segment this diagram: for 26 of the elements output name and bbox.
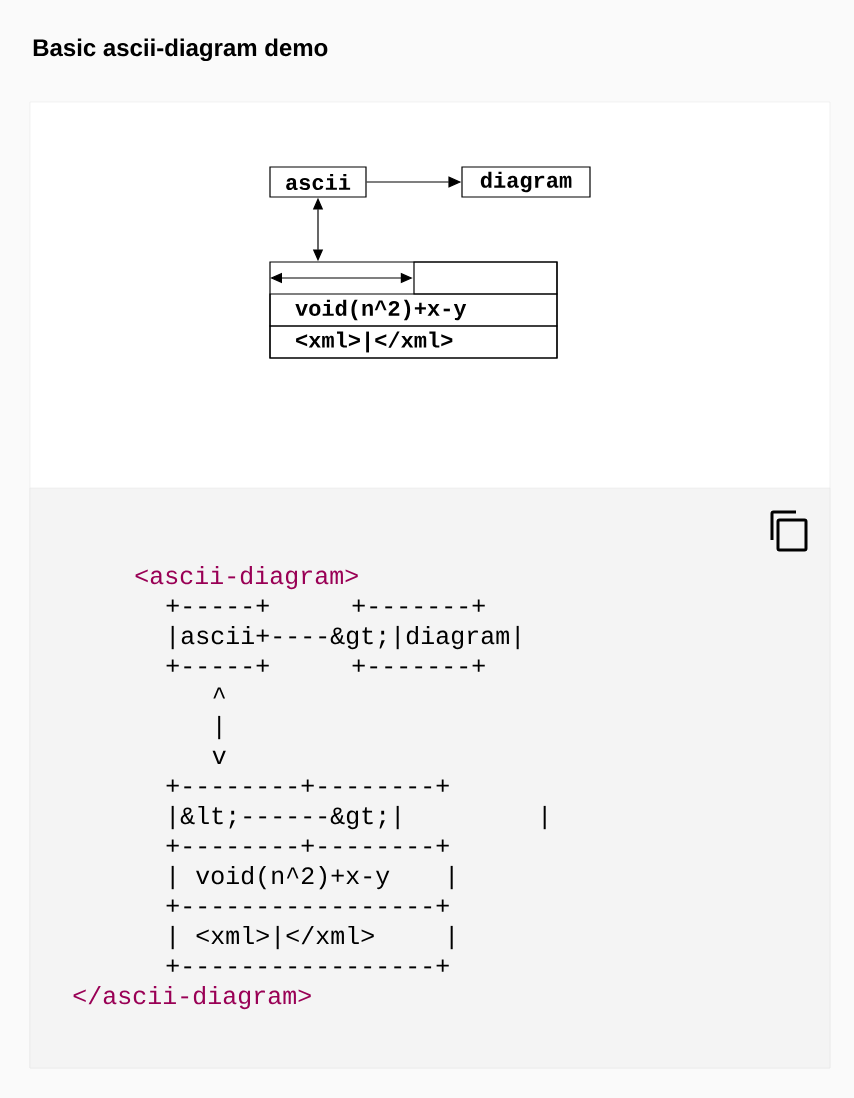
code-line: ^ (213, 687, 226, 699)
code-line: +--------+--------+ (166, 779, 449, 792)
code-line: | (450, 865, 453, 890)
code-line: | <xml>|</xml> (171, 925, 374, 950)
table-cell (413, 261, 558, 295)
code-line: +-----------------+ (166, 959, 449, 972)
code-line: | (450, 925, 453, 950)
code-line: | (218, 715, 221, 740)
table-row: <xml>|</xml> (269, 325, 558, 359)
code-line: +-------+ (352, 659, 485, 672)
code-line: +-----+ (166, 599, 269, 612)
code-line: <ascii-diagram> (135, 565, 358, 590)
page-title: Basic ascii-diagram demo (33, 38, 328, 62)
code-line: | (543, 805, 546, 830)
code-line: +-------+ (352, 599, 485, 612)
code-line: +-----+ (166, 659, 269, 672)
code-line: +--------+--------+ (166, 839, 449, 852)
text-box: ascii (269, 166, 367, 198)
code-line: +-----------------+ (166, 899, 449, 912)
text-box: diagram (461, 166, 591, 198)
code-line: v (212, 750, 226, 764)
code-line: </ascii-diagram> (73, 985, 311, 1010)
code-line: | void(n^2)+x-y (171, 865, 390, 890)
code-line: |&lt;------&gt;| (171, 805, 399, 830)
table-row: void(n^2)+x-y (269, 293, 558, 327)
code-line: |ascii+----&gt;|diagram| (171, 625, 519, 650)
